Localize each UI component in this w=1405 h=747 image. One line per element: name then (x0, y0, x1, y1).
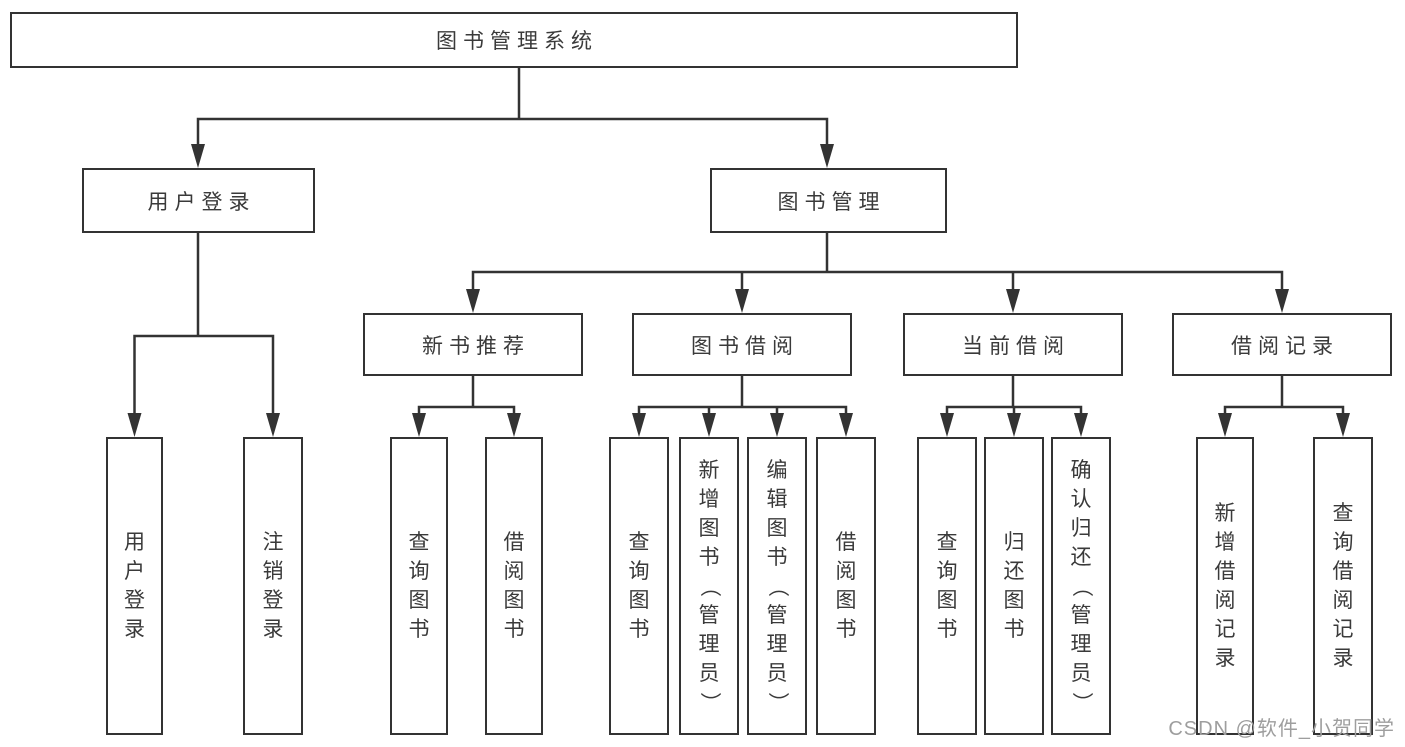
leaf-borrow-books-borrow: 借阅图书 (816, 437, 876, 735)
node-book-borrow: 图书借阅 (632, 313, 852, 376)
node-root: 图书管理系统 (10, 12, 1018, 68)
leaf-edit-books-admin: 编辑图书（管理员） (747, 437, 807, 735)
node-current-borrow: 当前借阅 (903, 313, 1123, 376)
leaf-logout-login: 注销登录 (243, 437, 303, 735)
leaf-query-books-borrow: 查询图书 (609, 437, 669, 735)
node-borrow-records: 借阅记录 (1172, 313, 1392, 376)
node-book-management: 图书管理 (710, 168, 947, 233)
watermark-text: CSDN @软件_小贺同学 (1168, 718, 1395, 740)
leaf-add-books-admin: 新增图书（管理员） (679, 437, 739, 735)
node-new-book-recommend: 新书推荐 (363, 313, 583, 376)
leaf-return-books: 归还图书 (984, 437, 1044, 735)
leaf-borrow-books-recommend: 借阅图书 (485, 437, 543, 735)
leaf-query-books-recommend: 查询图书 (390, 437, 448, 735)
leaf-query-books-current: 查询图书 (917, 437, 977, 735)
leaf-add-borrow-record: 新增借阅记录 (1196, 437, 1254, 735)
node-user-login: 用户登录 (82, 168, 315, 233)
leaf-confirm-return-admin: 确认归还（管理员） (1051, 437, 1111, 735)
arrowheads (127, 144, 1350, 437)
leaf-query-borrow-record: 查询借阅记录 (1313, 437, 1373, 735)
leaf-user-login: 用户登录 (106, 437, 163, 735)
